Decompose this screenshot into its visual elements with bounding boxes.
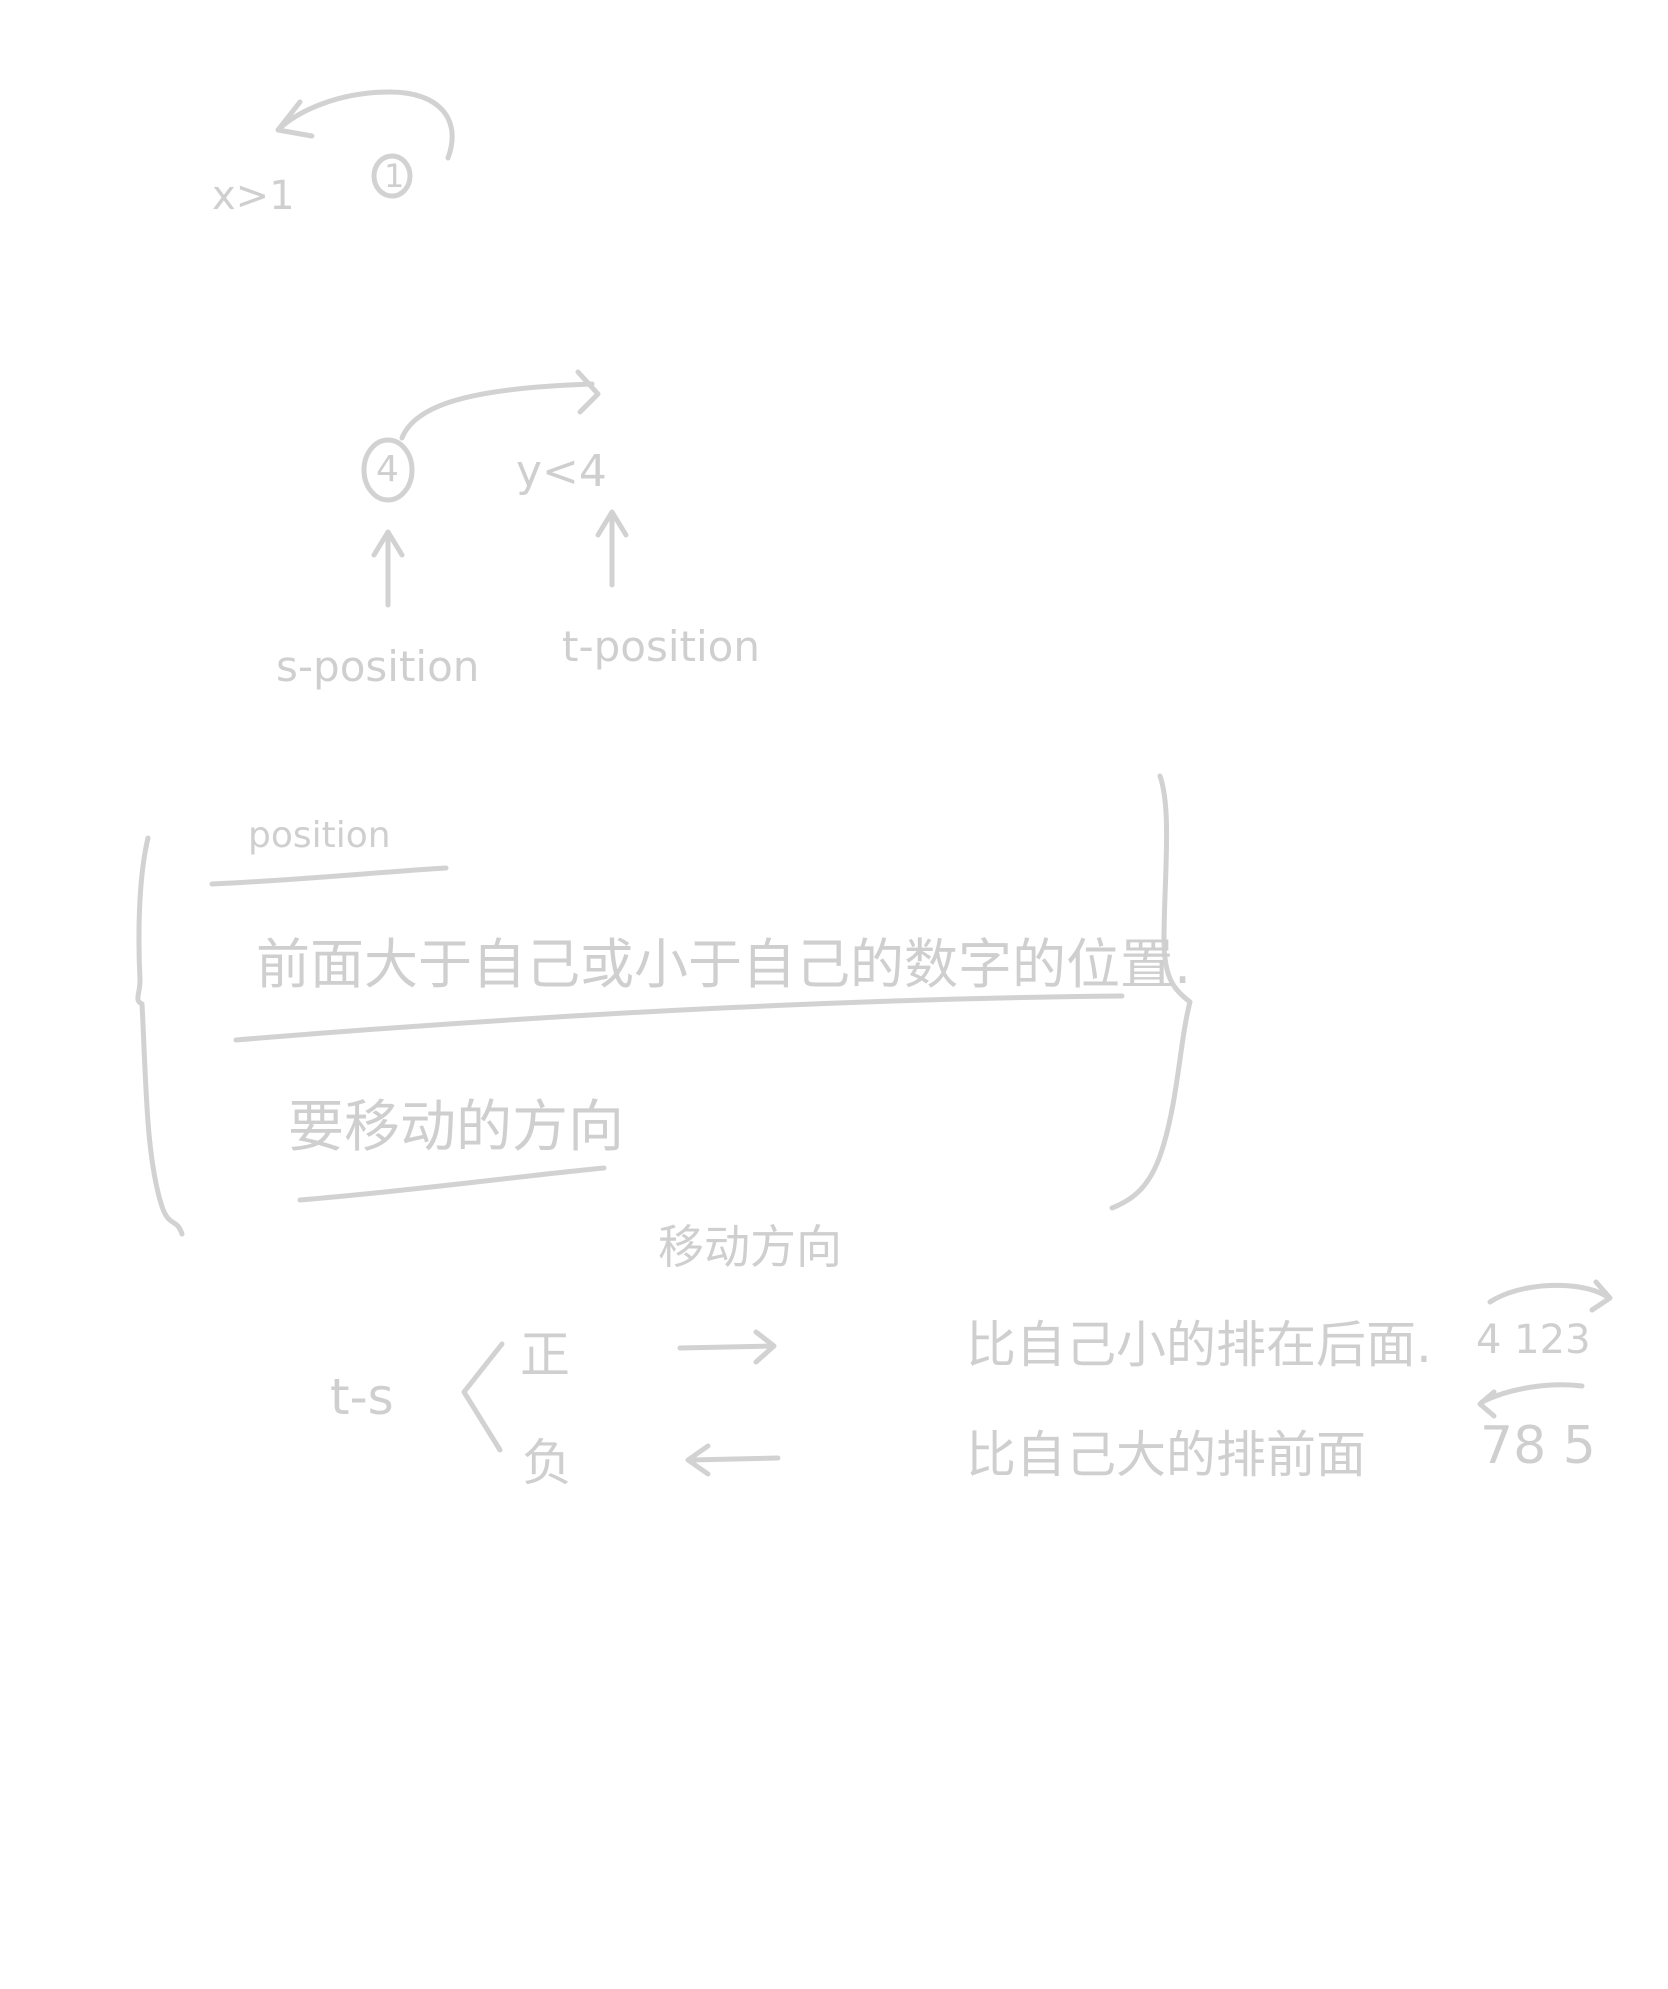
circled-4-label: 4 xyxy=(376,449,399,490)
position-heading: position xyxy=(248,815,391,856)
example-arrow-bottom-head xyxy=(1477,1389,1497,1419)
rule-1-text: 前面大于自己或小于自己的数字的位置. xyxy=(256,933,1192,996)
example-top: 4 123 xyxy=(1476,1317,1591,1363)
circled-1-label: 1 xyxy=(384,157,405,195)
rule-2-underline xyxy=(297,1165,607,1203)
example-arrow-top xyxy=(1487,1282,1609,1305)
curved-arrow-left xyxy=(277,89,455,161)
up-arrow-s-head xyxy=(371,529,405,558)
negative-arrow xyxy=(687,1455,781,1463)
negative-arrowhead xyxy=(685,1443,711,1477)
s-position-label: s-position xyxy=(276,642,480,691)
example-arrow-bottom xyxy=(1479,1382,1585,1405)
arrowhead-left xyxy=(275,99,315,139)
negative-description: 比自己大的排前面 xyxy=(966,1426,1366,1484)
positive-arrowhead xyxy=(753,1329,777,1365)
positive-label: 正 xyxy=(520,1326,570,1384)
example-arrow-top-head xyxy=(1589,1279,1613,1313)
t-position-label: t-position xyxy=(562,622,760,671)
y-lt-4-label: y<4 xyxy=(516,446,607,497)
angle-bracket xyxy=(461,1341,505,1453)
rule-2-text: 要移动的方向 xyxy=(288,1095,624,1160)
left-brace xyxy=(135,835,185,1237)
positive-arrow xyxy=(677,1343,775,1351)
position-underline xyxy=(209,865,449,887)
t-minus-s-label: t-s xyxy=(330,1368,394,1426)
move-direction-label: 移动方向 xyxy=(658,1220,842,1274)
arrowhead-right xyxy=(575,369,601,415)
positive-description: 比自己小的排在后面. xyxy=(966,1316,1432,1374)
right-brace xyxy=(1109,773,1193,1211)
circle-around-4 xyxy=(361,437,415,503)
example-bottom: 78 5 xyxy=(1480,1416,1596,1476)
curved-arrow-right xyxy=(399,381,595,441)
x-gt-1-label: x>1 xyxy=(212,173,295,219)
rule-1-underline xyxy=(233,993,1125,1043)
circle-around-1 xyxy=(371,153,413,199)
up-arrow-t-head xyxy=(595,509,629,538)
negative-label: 负 xyxy=(522,1434,572,1492)
